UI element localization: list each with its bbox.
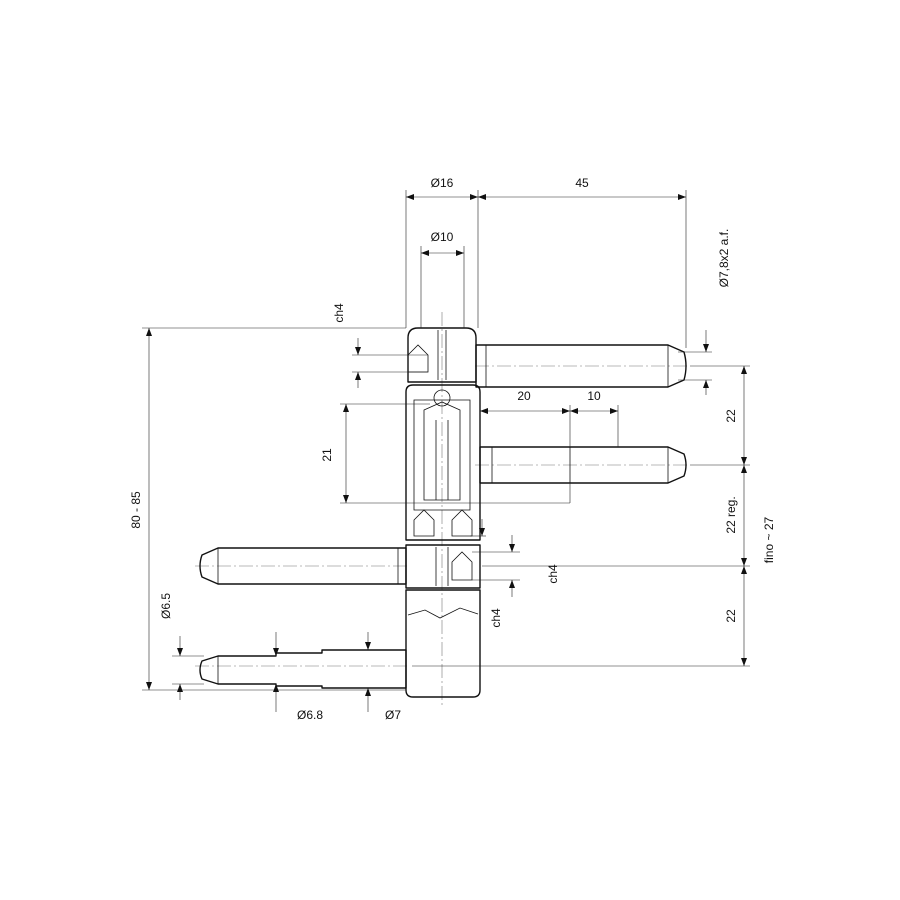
top-hex-socket [407, 344, 429, 373]
upper-body [405, 384, 481, 541]
label-ch4-low: ch4 [489, 608, 503, 628]
arrows [355, 347, 361, 380]
arrows [479, 528, 485, 536]
bottom-body [405, 589, 481, 698]
hinge-parts [199, 327, 687, 698]
dimension-labels: Ø16 45 Ø10 Ø7,8x2 a.f. ch4 20 10 22 21 2… [129, 176, 776, 722]
lower-left-pin [199, 547, 407, 585]
adjust-ball [433, 389, 451, 407]
center-lines [195, 312, 690, 705]
label-80-85: 80 - 85 [129, 491, 143, 529]
mid-hex-socket-left [413, 509, 435, 537]
label-d65: Ø6.5 [159, 593, 173, 619]
upper-body-cavity [413, 399, 471, 511]
bottom-left-pin [199, 649, 407, 689]
label-ch4-top: ch4 [332, 303, 346, 323]
label-22-top: 22 [724, 409, 738, 423]
arrows [177, 648, 183, 692]
label-22-bot: 22 [724, 609, 738, 623]
label-d16: Ø16 [431, 176, 454, 190]
label-d7: Ø7 [385, 708, 401, 722]
mid-hex-socket-right [451, 509, 473, 537]
adjust-screw-outline [423, 401, 461, 501]
middle-pin [479, 446, 687, 484]
label-10: 10 [587, 389, 601, 403]
label-20: 20 [517, 389, 531, 403]
lower-hex-socket [451, 551, 473, 581]
dimension-lines [142, 190, 750, 712]
label-45: 45 [575, 176, 589, 190]
arrows [406, 194, 478, 200]
label-ch4-mid: ch4 [546, 564, 560, 584]
label-21: 21 [320, 448, 334, 462]
label-fino: fino ~ 27 [762, 516, 776, 563]
bottom-body-break-line [407, 607, 479, 619]
top-collar [407, 327, 477, 383]
lower-collar [405, 544, 481, 589]
label-22-reg: 22 reg. [724, 496, 738, 533]
label-d10: Ø10 [431, 230, 454, 244]
label-d68: Ø6.8 [297, 708, 323, 722]
label-d78: Ø7,8x2 a.f. [717, 229, 731, 288]
